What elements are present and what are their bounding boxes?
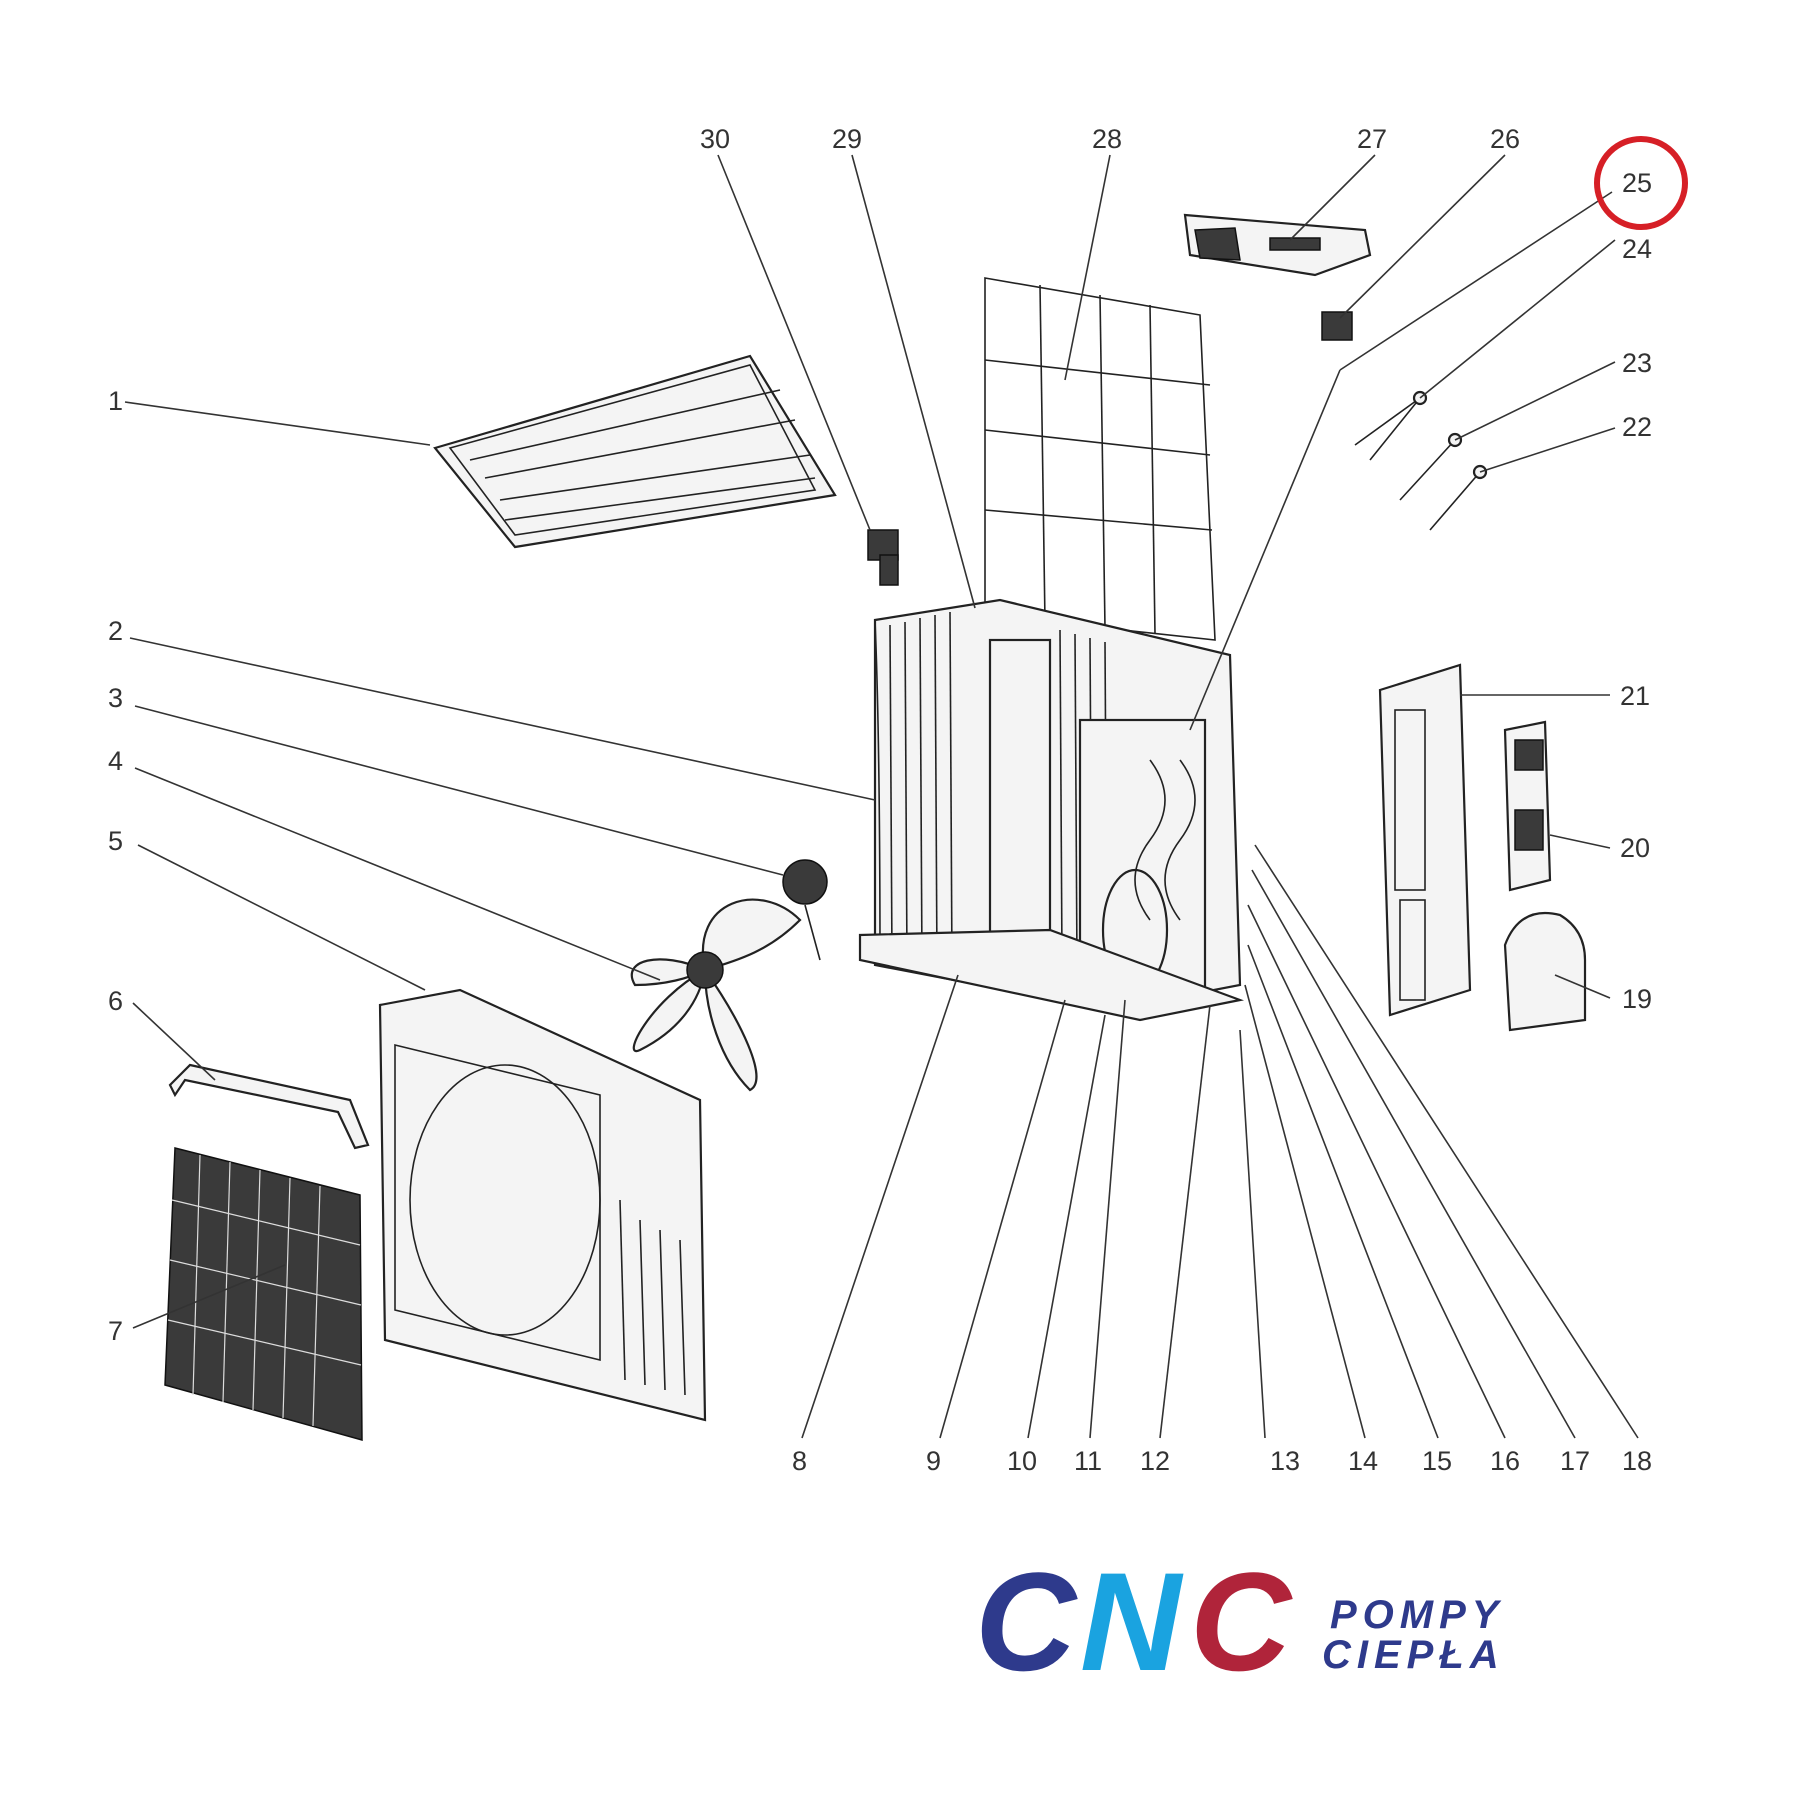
callout-19: 19: [1622, 984, 1652, 1014]
part-main-unit-body: [858, 598, 1245, 1022]
callout-1: 1: [108, 386, 123, 416]
callout-16: 16: [1490, 1446, 1520, 1476]
part-electrical-cover: [1503, 720, 1552, 892]
callout-20: 20: [1620, 833, 1650, 863]
logo-letter-n: N: [1080, 1543, 1184, 1700]
highlight-circle: [1594, 136, 1688, 230]
callout-18: 18: [1622, 1446, 1652, 1476]
logo-subtitle-ciepla: CIEPŁA: [1322, 1633, 1505, 1677]
part-temperature-sensors: [1354, 390, 1488, 531]
part-fan-motor: [782, 859, 828, 961]
part-valve-cover: [1503, 911, 1587, 1032]
callout-labels: 1 2 3 4 5 6 7 8 9 10 11 12 13 14 15 16 1…: [108, 124, 1652, 1476]
callout-3: 3: [108, 683, 123, 713]
callout-14: 14: [1348, 1446, 1378, 1476]
callout-22: 22: [1622, 412, 1652, 442]
callout-10: 10: [1007, 1446, 1037, 1476]
part-terminal-block: [1321, 311, 1353, 341]
part-valve: [867, 529, 899, 586]
part-fan-guard: [164, 1147, 363, 1441]
callout-2: 2: [108, 616, 123, 646]
callout-11: 11: [1074, 1446, 1102, 1476]
leader-lines: [124, 154, 1639, 1439]
callout-8: 8: [792, 1446, 807, 1476]
callout-7: 7: [108, 1316, 123, 1346]
part-front-panel: [378, 988, 707, 1422]
logo-letter-c: C: [975, 1543, 1078, 1700]
callout-15: 15: [1422, 1446, 1452, 1476]
part-rear-grille: [984, 277, 1216, 641]
logo-letter-c2: C: [1190, 1543, 1293, 1700]
callout-29: 29: [832, 124, 862, 154]
part-fan-blade: [630, 898, 802, 1092]
callout-9: 9: [926, 1446, 941, 1476]
callout-13: 13: [1270, 1446, 1300, 1476]
callout-4: 4: [108, 746, 123, 776]
callout-26: 26: [1490, 124, 1520, 154]
part-side-panel: [1378, 663, 1472, 1017]
callout-23: 23: [1622, 348, 1652, 378]
callout-17: 17: [1560, 1446, 1590, 1476]
callout-5: 5: [108, 826, 123, 856]
brand-logo: C N C POMPY CIEPŁA: [975, 1543, 1505, 1700]
callout-24: 24: [1622, 234, 1652, 264]
callout-12: 12: [1140, 1446, 1170, 1476]
callout-27: 27: [1357, 124, 1387, 154]
callout-25: 25: [1622, 168, 1652, 198]
logo-subtitle-pompy: POMPY: [1330, 1593, 1504, 1637]
part-top-cover: [433, 354, 837, 549]
callout-6: 6: [108, 986, 123, 1016]
callout-21: 21: [1620, 681, 1650, 711]
callout-30: 30: [700, 124, 730, 154]
callout-28: 28: [1092, 124, 1122, 154]
part-handle: [168, 1063, 370, 1150]
part-control-board: [1183, 213, 1372, 277]
